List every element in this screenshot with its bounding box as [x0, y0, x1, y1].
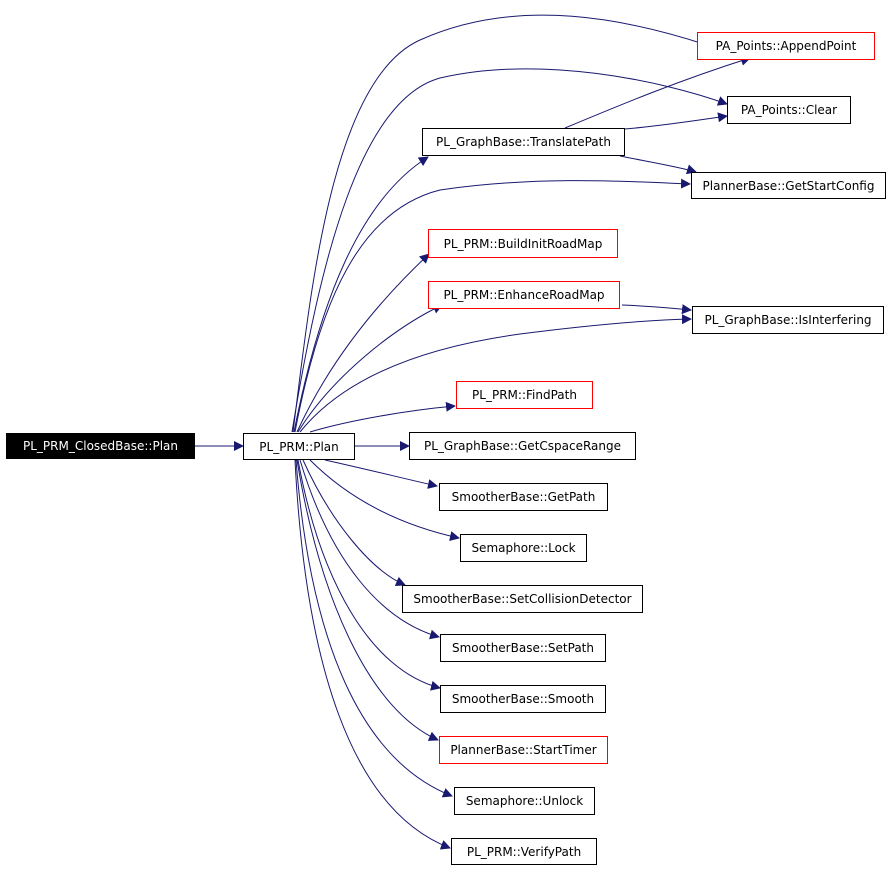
- edge-plan-enhance-road-map: [297, 304, 443, 433]
- edge-plan-get-path: [324, 459, 438, 489]
- node-pa-points-clear[interactable]: PA_Points::Clear: [727, 96, 851, 124]
- node-pl-graphbase-isinterfering[interactable]: PL_GraphBase::IsInterfering: [692, 306, 884, 334]
- edge-plan-verify-path: [294, 459, 451, 850]
- node-pl-prm-buildinitroadmap[interactable]: PL_PRM::BuildInitRoadMap: [428, 229, 618, 258]
- edge-plan-start-timer: [296, 459, 439, 741]
- node-pl-prm-plan[interactable]: PL_PRM::Plan: [243, 433, 355, 460]
- edge-plan-lock: [309, 459, 460, 541]
- node-pl-prm-findpath[interactable]: PL_PRM::FindPath: [456, 381, 593, 409]
- edge-translate-path-get-start-config: [619, 155, 697, 175]
- edge-plan-translate-path: [293, 156, 429, 433]
- node-smootherbase-setcollisiondetector[interactable]: SmootherBase::SetCollisionDetector: [402, 585, 643, 613]
- edge-plan-clear: [291, 68, 728, 433]
- edge-plan-smooth: [297, 459, 441, 691]
- edge-plan-set-collision-detector: [302, 459, 406, 587]
- node-smootherbase-setpath[interactable]: SmootherBase::SetPath: [440, 634, 606, 662]
- node-pl-prm-enhanceroadmap[interactable]: PL_PRM::EnhanceRoadMap: [428, 281, 620, 309]
- node-plannerbase-getstartconfig[interactable]: PlannerBase::GetStartConfig: [691, 172, 886, 199]
- edge-enhance-road-map-is-interfering: [621, 304, 692, 315]
- edge-translate-path-clear: [624, 112, 728, 130]
- node-pl-prm-verifypath[interactable]: PL_PRM::VerifyPath: [451, 838, 597, 865]
- node-pl-graphbase-translatepath[interactable]: PL_GraphBase::TranslatePath: [422, 128, 625, 156]
- node-pa-points-appendpoint[interactable]: PA_Points::AppendPoint: [697, 32, 875, 60]
- edge-plan-set-path: [299, 459, 440, 640]
- node-semaphore-lock[interactable]: Semaphore::Lock: [460, 534, 587, 562]
- edge-plan-append-point: [292, 14, 708, 433]
- edge-translate-path-append-point: [564, 55, 751, 129]
- node-pl-graphbase-getcspacerange[interactable]: PL_GraphBase::GetCspaceRange: [409, 432, 636, 460]
- edge-plan-unlock: [295, 459, 453, 798]
- edge-plan-is-interfering: [299, 314, 692, 433]
- node-smootherbase-smooth[interactable]: SmootherBase::Smooth: [440, 685, 606, 713]
- node-pl-prm-closedbase-plan[interactable]: PL_PRM_ClosedBase::Plan: [6, 433, 195, 459]
- edge-plan-get-start-config: [294, 178, 691, 433]
- edge-plan-build-init-road-map: [296, 253, 430, 433]
- edge-plan-find-path: [309, 401, 456, 433]
- node-plannerbase-starttimer[interactable]: PlannerBase::StartTimer: [439, 736, 608, 764]
- node-semaphore-unlock[interactable]: Semaphore::Unlock: [454, 787, 595, 815]
- node-smootherbase-getpath[interactable]: SmootherBase::GetPath: [439, 483, 608, 511]
